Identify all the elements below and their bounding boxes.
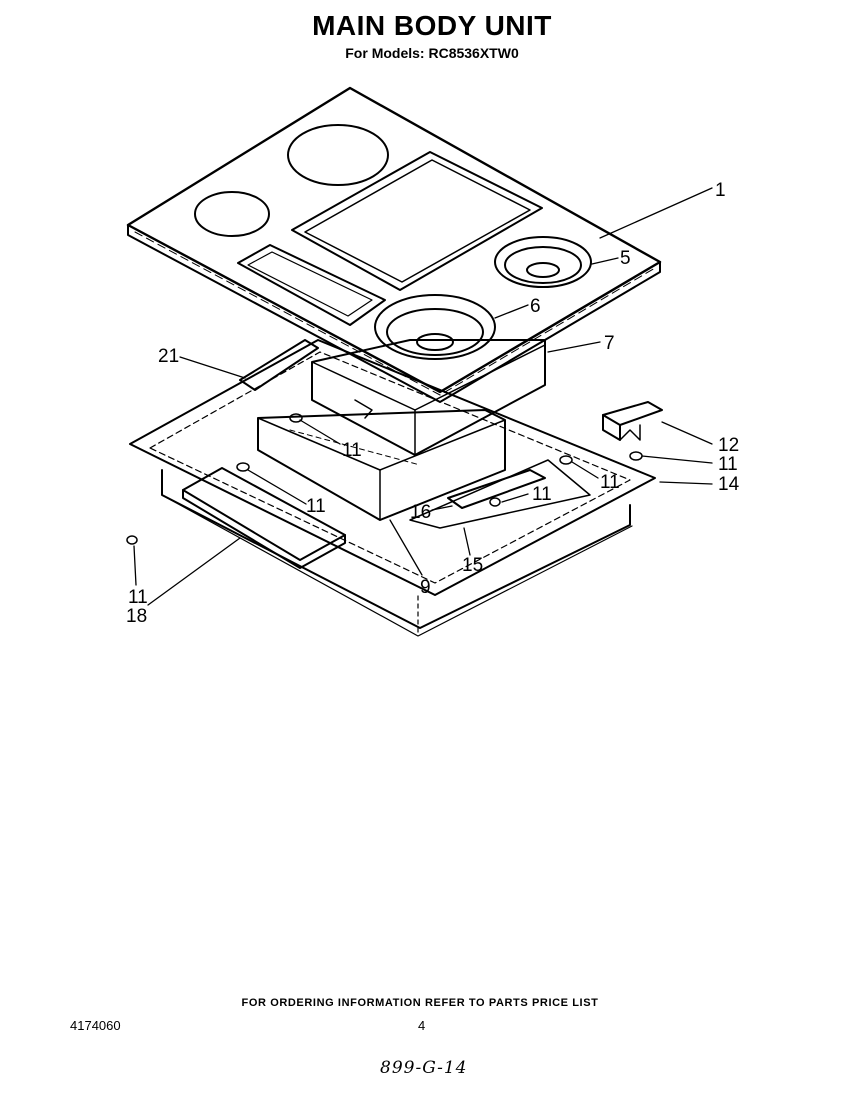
inner-box: [257, 409, 506, 521]
callout-7: 7: [604, 333, 615, 354]
callout-6: 6: [530, 296, 541, 317]
page-number: 4: [418, 1018, 426, 1033]
callout-11a: 11: [342, 440, 362, 461]
upper-box: [311, 339, 546, 456]
page-title: MAIN BODY UNIT: [312, 10, 552, 41]
side-bracket: [602, 401, 663, 441]
callout-11e: 11: [532, 484, 552, 505]
ordering-note: FOR ORDERING INFORMATION REFER TO PARTS …: [241, 997, 599, 1009]
callout-12: 12: [718, 435, 739, 456]
callout-11f: 11: [128, 587, 148, 608]
callout-9: 9: [420, 577, 431, 598]
base-pan: [129, 339, 656, 637]
leader-lines: [133, 187, 713, 606]
callout-15: 15: [462, 555, 483, 576]
callout-1: 1: [715, 180, 726, 201]
cooktop: [126, 86, 662, 403]
callout-14: 14: [718, 474, 740, 495]
model-subtitle: For Models: RC8536XTW0: [345, 45, 519, 61]
front-trim-strip: [182, 467, 346, 569]
bracket-21: [239, 339, 319, 391]
callout-11d: 11: [306, 496, 326, 517]
callout-11b: 11: [718, 454, 738, 475]
callout-11c: 11: [600, 472, 620, 493]
callout-21: 21: [158, 346, 179, 367]
handwritten-note: 899-G-14: [380, 1058, 468, 1078]
callout-18: 18: [126, 606, 147, 627]
document-number: 4174060: [70, 1018, 121, 1033]
callout-labels: 1 5 6 7 21 11 12 11 11 14 11 16 11 15 9 …: [126, 180, 740, 627]
callout-5: 5: [620, 248, 631, 269]
callout-16: 16: [410, 502, 431, 523]
rod-assembly: [409, 459, 591, 529]
